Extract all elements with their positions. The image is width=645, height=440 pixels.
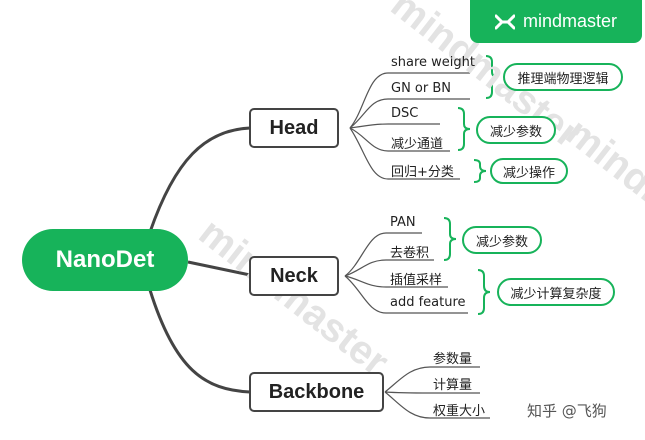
branch-node-backbone[interactable]: Backbone [249,372,384,412]
mindmaster-brand-badge: mindmaster [470,0,642,43]
leaf-node-share-weight[interactable]: share weight [391,55,475,70]
brace-head-2 [457,107,471,151]
brace-head-1 [485,55,499,99]
leaf-node-reduce-channel[interactable]: 减少通道 [391,137,444,152]
zhihu-author-credit: 知乎 @飞狗 [527,402,607,420]
brace-head-3 [473,159,487,183]
leaf-node-pan[interactable]: PAN [390,215,416,230]
branch-node-label: Head [269,116,319,139]
leaf-node-deconvolution[interactable]: 去卷积 [390,246,430,261]
connector-neck-pan [344,232,422,277]
brand-name: mindmaster [522,11,618,31]
connector-root-backbone [148,289,251,394]
connector-backbone-weight-size [384,391,490,419]
connector-backbone-params [384,366,480,393]
leaf-node-interpolation[interactable]: 插值采样 [390,273,443,288]
connector-head-share-weight [349,72,470,129]
callout-tag-neck-reduce-params[interactable]: 减少参数 [462,226,542,254]
root-node-label: NanoDet [55,246,155,273]
connector-root-neck [187,260,251,277]
callout-tag-reduce-complexity[interactable]: 减少计算复杂度 [497,278,615,306]
callout-tag-inference-logic[interactable]: 推理端物理逻辑 [503,63,623,91]
root-node-nanodet[interactable]: NanoDet [22,229,188,291]
connector-neck-deconv [344,259,434,277]
leaf-node-computation[interactable]: 计算量 [433,378,473,393]
callout-tag-reduce-params[interactable]: 减少参数 [476,116,556,144]
leaf-node-regression-classification[interactable]: 回归+分类 [391,165,454,180]
connector-neck-interp [344,275,448,288]
connector-root-head [148,126,251,233]
leaf-node-dsc[interactable]: DSC [391,106,419,121]
connector-head-gn-bn [349,98,470,129]
branch-node-label: Neck [270,264,318,287]
connector-head-dsc [349,123,440,129]
leaf-node-add-feature[interactable]: add feature [390,295,466,310]
brace-neck-1 [443,217,457,261]
branch-node-neck[interactable]: Neck [249,256,339,296]
connector-neck-add-feature [344,275,468,314]
connector-head-reg-cls [349,127,460,180]
branch-node-head[interactable]: Head [249,108,339,148]
mindmaster-logo-icon [494,14,515,29]
leaf-node-weight-size[interactable]: 权重大小 [433,404,486,419]
connector-backbone-flops [384,391,480,394]
leaf-node-gn-or-bn[interactable]: GN or BN [391,81,452,96]
leaf-node-param-count[interactable]: 参数量 [433,352,473,367]
callout-tag-reduce-ops[interactable]: 减少操作 [490,158,568,184]
branch-node-label: Backbone [268,380,365,403]
brace-neck-2 [477,269,491,315]
connector-head-reduce-channel [349,127,450,152]
